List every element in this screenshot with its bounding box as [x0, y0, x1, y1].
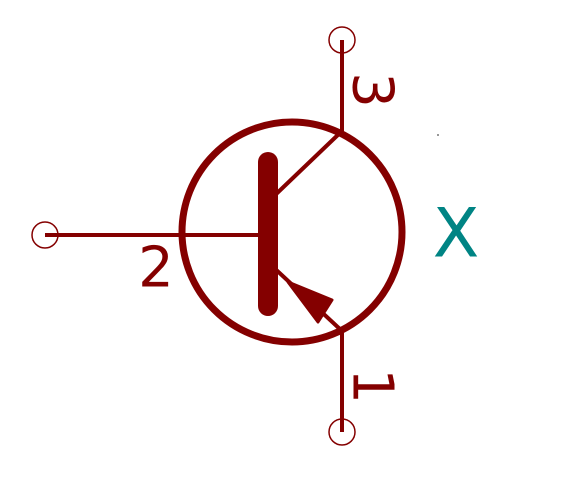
stray-dot [437, 134, 439, 136]
emitter-arrow [286, 280, 334, 324]
reference-designator: X [433, 195, 480, 274]
collector-pin-marker [328, 26, 356, 54]
collector-diagonal [270, 129, 344, 200]
pin-number-collector: 3 [340, 72, 405, 108]
transistor-body-circle [178, 118, 406, 346]
pin-number-base: 2 [138, 236, 174, 301]
emitter-pin-marker [328, 418, 356, 446]
pin-number-emitter: 1 [340, 368, 405, 404]
base-pin-marker [31, 221, 59, 249]
